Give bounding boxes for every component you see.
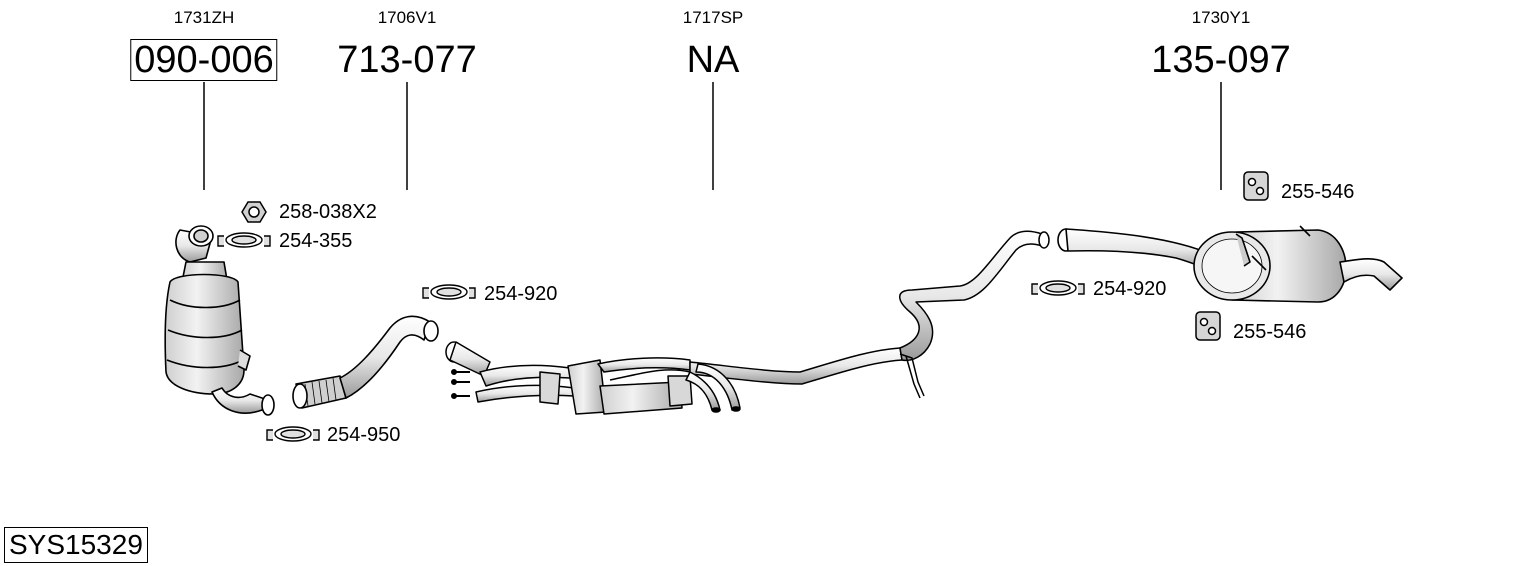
- oem-number-rear-silencer: 1730Y1: [1191, 8, 1251, 27]
- middle-section: [445, 230, 1050, 415]
- rubber-hanger-icon-bottom: [1195, 311, 1221, 341]
- accessory-label-hanger-bottom[interactable]: 255-546: [1233, 321, 1307, 343]
- clamp-icon: [217, 232, 1085, 442]
- part-number-front-pipe[interactable]: 713-077: [337, 39, 477, 81]
- part-number-catalyst[interactable]: 090-006: [130, 39, 278, 81]
- accessory-label-clamp-254-950[interactable]: 254-950: [327, 424, 401, 446]
- clamp-icon-254-920-rear: [1031, 280, 1085, 296]
- rubber-hanger-icon-top: [1243, 171, 1269, 201]
- oem-number-catalyst: 1731ZH: [173, 8, 235, 27]
- clamp-icon-254-920: [422, 284, 476, 300]
- part-number-middle-section: NA: [686, 39, 740, 81]
- front-pipe: [292, 315, 439, 409]
- nut-icon: [241, 201, 267, 223]
- part-number-rear-silencer[interactable]: 135-097: [1151, 39, 1291, 81]
- accessory-label-clamp-254-355[interactable]: 254-355: [279, 230, 353, 252]
- catalytic-converter: [164, 225, 275, 416]
- bolt-studs: [451, 369, 470, 399]
- clamp-icon-254-950: [266, 426, 320, 442]
- accessory-label-nut[interactable]: 258-038X2: [279, 201, 377, 223]
- oem-number-front-pipe: 1706V1: [377, 8, 437, 27]
- accessory-label-hanger-top[interactable]: 255-546: [1281, 181, 1355, 203]
- clamp-icon-254-355: [217, 232, 271, 248]
- accessory-label-clamp-254-920[interactable]: 254-920: [484, 283, 558, 305]
- rubber-hanger-icon: [1195, 171, 1269, 341]
- leader-lines: [203, 82, 1222, 190]
- oem-number-middle-section: 1717SP: [682, 8, 744, 27]
- accessory-label-clamp-254-920-rear[interactable]: 254-920: [1093, 278, 1167, 300]
- rear-silencer: [1057, 225, 1403, 303]
- system-code: SYS15329: [4, 527, 148, 563]
